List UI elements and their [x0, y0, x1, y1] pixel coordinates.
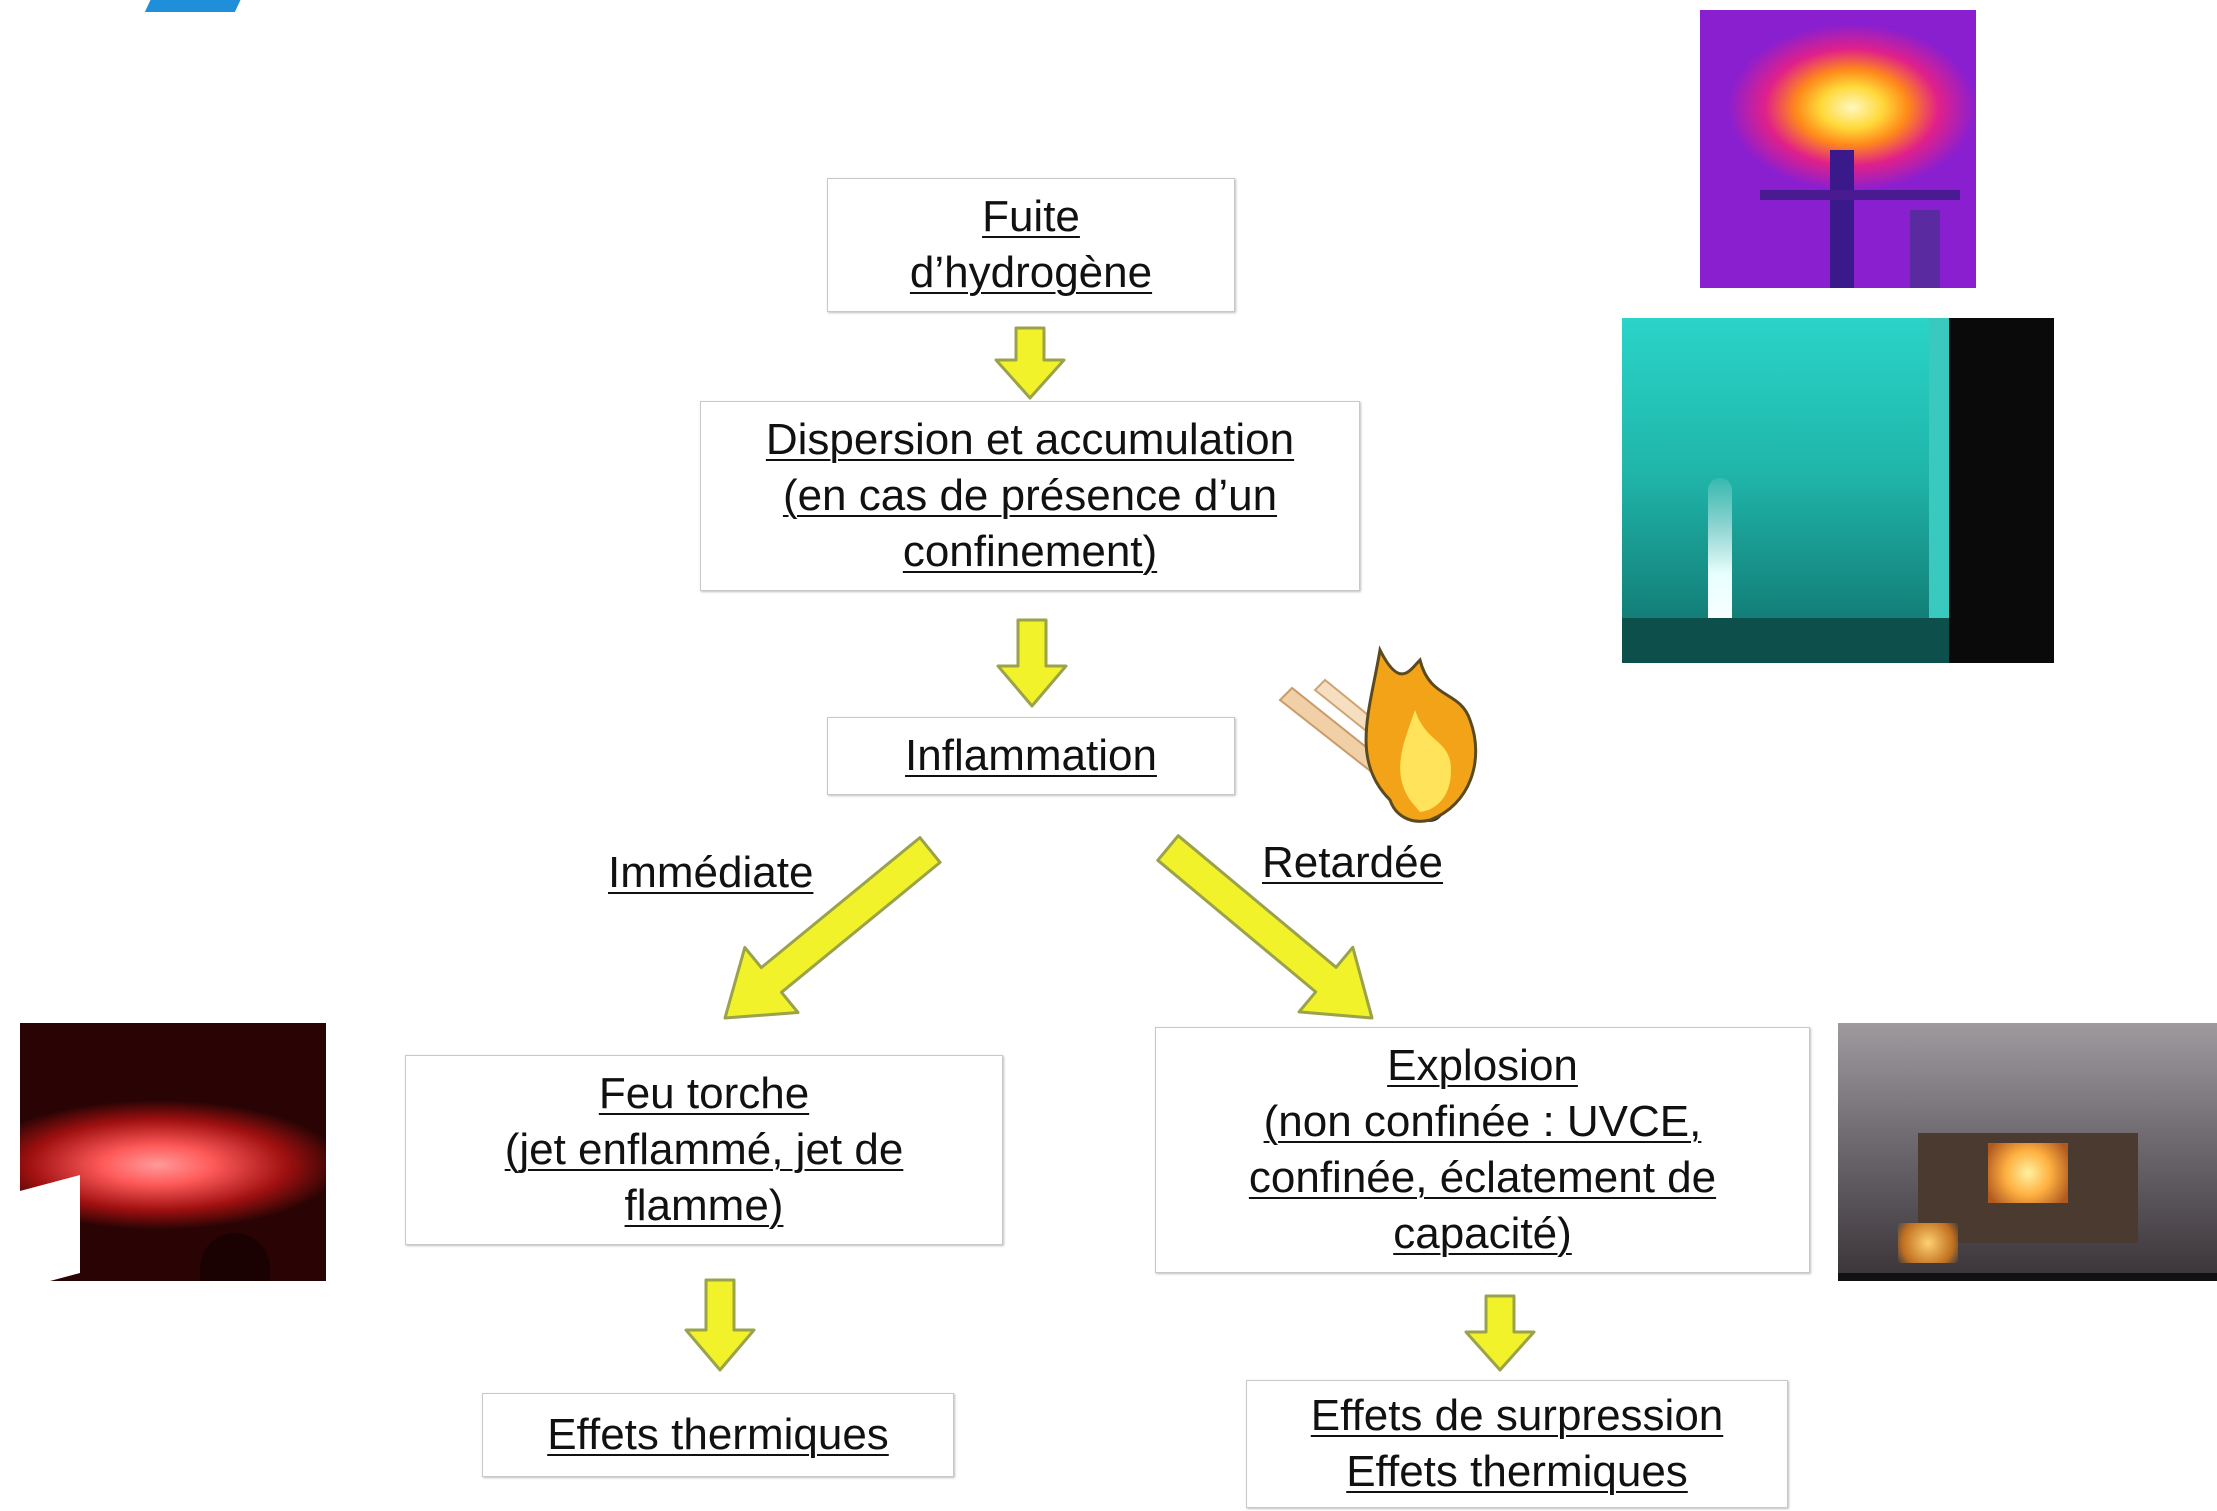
node-ignition: Inflammation — [827, 717, 1235, 795]
node-hydrogen-leak: Fuite d’hydrogène — [827, 178, 1235, 312]
arrow-torch-fire-to-thermal — [684, 1278, 756, 1372]
red-jet-fire-photo — [20, 1023, 326, 1281]
match-flame-icon — [1278, 645, 1478, 823]
arrow-ignition-to-explosion — [1156, 834, 1374, 1020]
hydrogen-jet-photo — [1622, 318, 2054, 663]
node-dispersion-accumulation: Dispersion et accumulation (en cas de pr… — [700, 401, 1360, 591]
node-line: confinée, éclatement de — [1248, 1153, 1717, 1202]
node-line: (en cas de présence d’un — [782, 471, 1278, 520]
node-line: Effets thermiques — [1346, 1447, 1688, 1496]
node-explosion: Explosion (non confinée : UVCE, confinée… — [1155, 1027, 1810, 1273]
arrow-leak-to-dispersion — [994, 326, 1066, 400]
node-line: capacité) — [1393, 1209, 1572, 1258]
node-overpressure-effects: Effets de surpression Effets thermiques — [1246, 1380, 1788, 1508]
node-line: Inflammation — [905, 731, 1157, 780]
edge-label-delayed: Retardée — [1262, 838, 1444, 887]
node-line: Explosion — [1387, 1041, 1578, 1090]
node-torch-fire: Feu torche (jet enflammé, jet de flamme) — [405, 1055, 1003, 1245]
node-line: (non confinée : UVCE, — [1263, 1097, 1702, 1146]
node-line: Effets thermiques — [547, 1410, 889, 1459]
node-line: Dispersion et accumulation — [765, 415, 1295, 464]
node-line: confinement) — [902, 527, 1158, 576]
node-line: Fuite — [982, 192, 1080, 241]
arrow-ignition-to-torch-fire — [723, 836, 942, 1020]
node-line: (jet enflammé, jet de — [504, 1125, 904, 1174]
node-line: Feu torche — [598, 1069, 810, 1118]
node-line: d’hydrogène — [909, 248, 1153, 297]
node-line: Effets de surpression — [1310, 1391, 1724, 1440]
explosion-night-photo — [1838, 1023, 2217, 1281]
arrow-dispersion-to-ignition — [996, 618, 1068, 708]
node-line: flamme) — [624, 1181, 784, 1230]
thermal-camera-photo — [1700, 10, 1976, 288]
arrow-explosion-to-overpressure — [1464, 1294, 1536, 1372]
node-thermal-effects: Effets thermiques — [482, 1393, 954, 1477]
edge-label-immediate: Immédiate — [608, 848, 814, 897]
